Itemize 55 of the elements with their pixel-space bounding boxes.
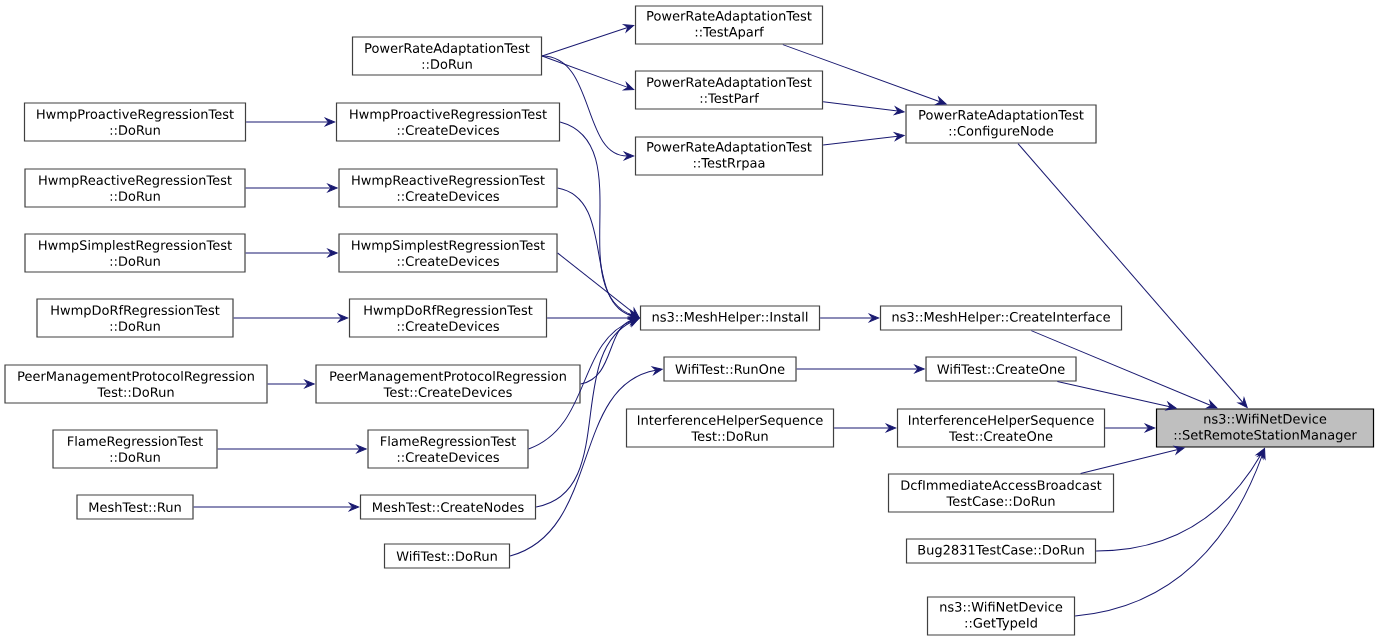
arrow [217, 444, 367, 454]
arrow [541, 55, 635, 161]
arrow [245, 183, 338, 193]
function-box: WifiTest::DoRun [383, 543, 511, 569]
arrow [782, 44, 947, 105]
function-box: HwmpProactiveRegressionTest ::DoRun [23, 102, 247, 142]
function-box: WifiTest::CreateOne [925, 356, 1077, 382]
arrow [1074, 448, 1266, 617]
function-box: ns3::WifiNetDevice ::GetTypeId [926, 596, 1076, 636]
function-box: InterferenceHelperSequence Test::DoRun [625, 408, 835, 448]
function-box: PowerRateAdaptationTest ::TestRrpaa [634, 136, 824, 176]
arrow [822, 132, 905, 146]
function-box: MeshTest::CreateNodes [359, 494, 537, 520]
arrow [1056, 381, 1177, 411]
function-box: HwmpReactiveRegressionTest ::CreateDevices [338, 168, 558, 208]
arrow [833, 423, 897, 433]
arrow [1030, 330, 1218, 409]
function-box: HwmpProactiveRegressionTest ::CreateDevices [335, 102, 561, 142]
arrow [1095, 448, 1265, 552]
function-box: ns3::MeshHelper::CreateInterface [879, 305, 1123, 331]
arrow [1080, 445, 1185, 474]
arrow [245, 117, 336, 127]
arrow [819, 313, 880, 323]
function-box: MeshTest::Run [76, 494, 194, 520]
arrow [822, 101, 905, 116]
function-box: HwmpReactiveRegressionTest ::DoRun [24, 168, 246, 208]
function-box: DcfImmediateAccessBroadcast TestCase::DoRun [887, 473, 1115, 513]
arrow [541, 55, 635, 91]
function-box: WifiTest::RunOne [663, 356, 797, 382]
function-box: PowerRateAdaptationTest ::TestParf [634, 70, 824, 110]
function-box: Bug2831TestCase::DoRun [905, 538, 1097, 564]
arrow [245, 248, 338, 258]
arrow [1104, 423, 1156, 433]
arrow [233, 313, 349, 323]
arrow [193, 502, 360, 512]
function-box: HwmpSimplestRegressionTest ::DoRun [24, 233, 246, 273]
function-box: FlameRegressionTest ::CreateDevices [367, 429, 529, 469]
function-box: PowerRateAdaptationTest ::ConfigureNode [905, 104, 1097, 144]
function-box: PeerManagementProtocolRegression Test::CreateDevices [315, 364, 581, 404]
arrow [267, 379, 315, 389]
arrow [557, 252, 640, 318]
function-box: HwmpSimplestRegressionTest ::CreateDevices [338, 233, 558, 273]
function-box: ns3::MeshHelper::Install [639, 305, 821, 331]
function-box: PowerRateAdaptationTest ::TestAparf [634, 5, 824, 45]
function-box: InterferenceHelperSequence Test::CreateOne [896, 408, 1106, 448]
arrow [535, 318, 640, 508]
function-box: FlameRegressionTest ::DoRun [52, 429, 218, 469]
function-box: PeerManagementProtocolRegression Test::DoRun [4, 364, 268, 404]
function-box: ns3::WifiNetDevice ::SetRemoteStationManager [1155, 408, 1375, 448]
arrow [509, 366, 663, 557]
arrow [796, 364, 925, 374]
function-box: HwmpDoRfRegressionTest ::DoRun [36, 298, 234, 338]
arrow [1017, 143, 1248, 408]
function-box: HwmpDoRfRegressionTest ::CreateDevices [348, 298, 548, 338]
function-box: PowerRateAdaptationTest ::DoRun [351, 36, 543, 76]
